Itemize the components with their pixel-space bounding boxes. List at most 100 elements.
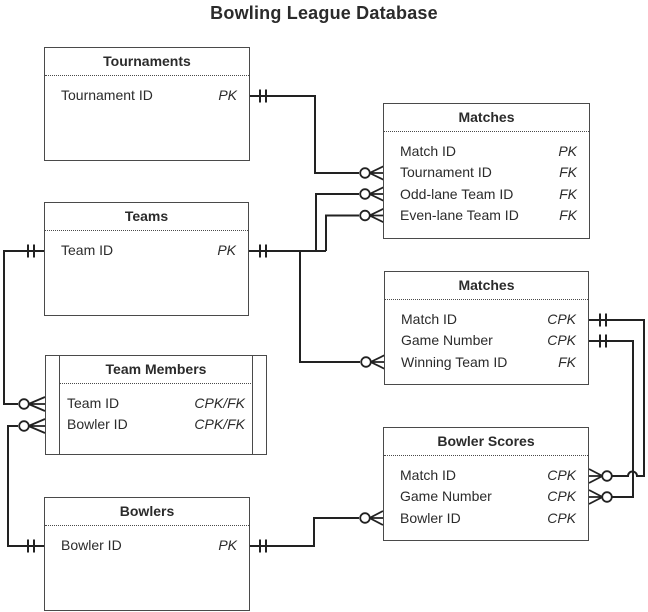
entity-bowler-scores-title: Bowler Scores [384,428,588,456]
attribute-name: Match ID [401,311,458,328]
connector-line [325,214,359,251]
attribute-row-even-lane-team-id: Even-lane Team ID FK [384,204,589,225]
one-end-ticks [599,334,607,348]
attribute-row-game-number: Game Number CPK [384,486,588,507]
attribute-row-match-id: Match ID CPK [385,309,588,330]
attribute-row-bowler-id: Bowler ID CPK/FK [59,414,253,435]
attribute-name: Bowler ID [67,416,128,433]
attribute-name: Even-lane Team ID [400,207,519,224]
one-end-ticks [599,313,607,327]
entity-teams-title: Teams [45,203,248,231]
attribute-row-tournament-id: Tournament ID FK [384,162,589,183]
double-border-right-line [251,356,253,454]
attribute-row-odd-lane-team-id: Odd-lane Team ID FK [384,183,589,204]
connector-line [7,425,44,547]
connector-line [299,251,360,363]
relationship-bowlers-teammembers [7,418,46,553]
crow-foot [369,207,385,224]
attribute-key: FK [559,164,577,181]
attribute-name: Odd-lane Team ID [400,185,514,202]
crow-foot [369,186,385,202]
crow-foot [28,418,46,434]
attribute-key: PK [558,143,577,160]
relationship-teams-matches-oddlane [315,186,385,251]
one-end-ticks [259,89,267,103]
zero-circle [359,188,371,200]
crow-foot [369,510,384,526]
attribute-key: CPK [547,467,576,484]
entity-team-members-title: Team Members [59,356,253,384]
diagram-title: Bowling League Database [210,3,438,23]
crow-foot [588,489,603,505]
attribute-row-bowler-id: Bowler ID PK [45,535,249,556]
attribute-row-tournament-id: Tournament ID PK [45,85,249,106]
entity-bowlers: Bowlers Bowler ID PK [44,497,250,611]
connector-line [250,95,359,174]
entity-tournaments: Tournaments Tournament ID PK [44,47,250,161]
attribute-row-bowler-id: Bowler ID CPK [384,507,588,528]
zero-circle [359,512,371,524]
entity-matches: Matches Match ID PK Tournament ID FK Odd… [383,103,590,239]
crow-foot [28,396,46,412]
attribute-key: PK [218,87,237,104]
attribute-key: CPK/FK [194,416,245,433]
attribute-key: FK [558,353,576,370]
attribute-name: Team ID [61,242,114,259]
one-end-ticks [27,539,35,553]
relationship-bowlers-bowlerscores [250,510,384,553]
zero-circle [359,209,371,222]
relationship-tournaments-matches [250,89,385,181]
entity-tournaments-title: Tournaments [45,48,249,76]
entity-bowler-scores: Bowler Scores Match ID CPK Game Number C… [383,427,589,541]
attribute-key: CPK [547,332,576,349]
attribute-name: Team ID [67,395,120,412]
zero-circle [360,356,372,368]
zero-circle [18,398,30,410]
attribute-name: Game Number [401,332,493,349]
connector-line [315,193,359,251]
zero-circle [18,420,30,432]
connector-line [589,319,645,477]
crow-foot [370,354,386,370]
attribute-name: Match ID [400,467,457,484]
connector-line [3,250,44,405]
relationship-teams-teammembers [3,244,46,412]
crow-foot [588,468,603,484]
attribute-key: FK [559,185,577,202]
attribute-key: PK [217,242,236,259]
attribute-key: FK [559,207,577,224]
attribute-name: Tournament ID [400,164,492,181]
attribute-key: PK [218,537,237,554]
double-border-left-line [59,356,61,454]
attribute-key: CPK [547,509,576,526]
relationship-matchgames-bowlerscores-matchid [588,313,645,484]
relationship-teams-trunk [249,244,326,258]
connector-line [250,517,359,547]
zero-circle [359,167,371,179]
attribute-row-team-id: Team ID CPK/FK [59,393,253,414]
relationship-teams-matchgames-winning [299,251,386,370]
attribute-row-match-id: Match ID CPK [384,465,588,486]
relationship-teams-matches-evenlane [325,207,385,251]
crow-foot [369,165,385,181]
entity-match-games: Matches Match ID CPK Game Number CPK Win… [384,271,589,385]
attribute-name: Game Number [400,488,492,505]
entity-matches-title: Matches [384,104,589,132]
attribute-name: Winning Team ID [401,353,508,370]
attribute-row-game-number: Game Number CPK [385,330,588,351]
entity-bowlers-title: Bowlers [45,498,249,526]
attribute-name: Bowler ID [61,537,122,554]
zero-circle [601,491,613,503]
one-end-ticks [259,244,267,258]
attribute-key: CPK [547,311,576,328]
one-end-ticks [27,244,35,258]
one-end-ticks [259,539,267,553]
relationship-matchgames-bowlerscores-gamenumber [588,334,634,505]
attribute-name: Tournament ID [61,87,153,104]
attribute-key: CPK [547,488,576,505]
entity-teams: Teams Team ID PK [44,202,249,316]
zero-circle [601,470,613,482]
entity-match-games-title: Matches [385,272,588,300]
